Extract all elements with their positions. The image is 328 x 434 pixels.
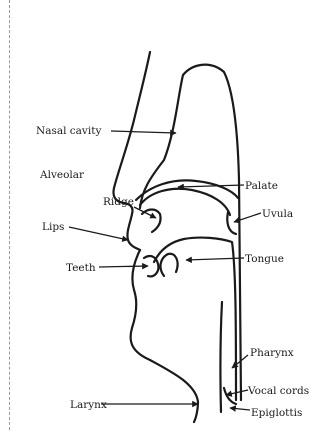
label-tongue: Tongue — [245, 253, 284, 265]
label-pharynx: Pharynx — [250, 347, 294, 359]
palate-arch-outline — [140, 189, 230, 215]
palate-leader — [178, 185, 244, 187]
page-edge-divider — [9, 0, 10, 430]
label-ridge: Ridge — [103, 196, 134, 208]
tongue-leader — [186, 258, 244, 260]
label-alveolar: Alveolar — [39, 169, 85, 181]
tongue-outline — [154, 238, 236, 400]
uvula-leader — [234, 213, 261, 222]
label-epiglottis: Epiglottis — [251, 407, 302, 419]
face-profile-outline — [113, 52, 150, 250]
larynx-outline — [220, 302, 222, 412]
label-lips: Lips — [42, 221, 64, 233]
label-nasal-cavity: Nasal cavity — [36, 125, 101, 137]
label-vocal-cords: Vocal cords — [247, 385, 309, 397]
label-palate: Palate — [245, 180, 278, 192]
label-uvula: Uvula — [262, 208, 293, 220]
uvula-outline — [227, 212, 236, 234]
label-larynx: Larynx — [70, 399, 107, 411]
diagram-labels: Nasal cavity Alveolar Ridge Lips Teeth L… — [36, 125, 309, 419]
epiglottis-leader — [230, 408, 250, 410]
tongue-tip-outline — [161, 254, 178, 276]
lips-leader — [69, 227, 128, 240]
teeth-leader — [99, 266, 148, 267]
label-teeth: Teeth — [66, 262, 96, 274]
nasal-cavity-outline — [140, 65, 241, 400]
nasal-cavity-leader — [111, 131, 176, 133]
epiglottis-outline — [224, 388, 236, 404]
head-outline — [113, 52, 241, 422]
